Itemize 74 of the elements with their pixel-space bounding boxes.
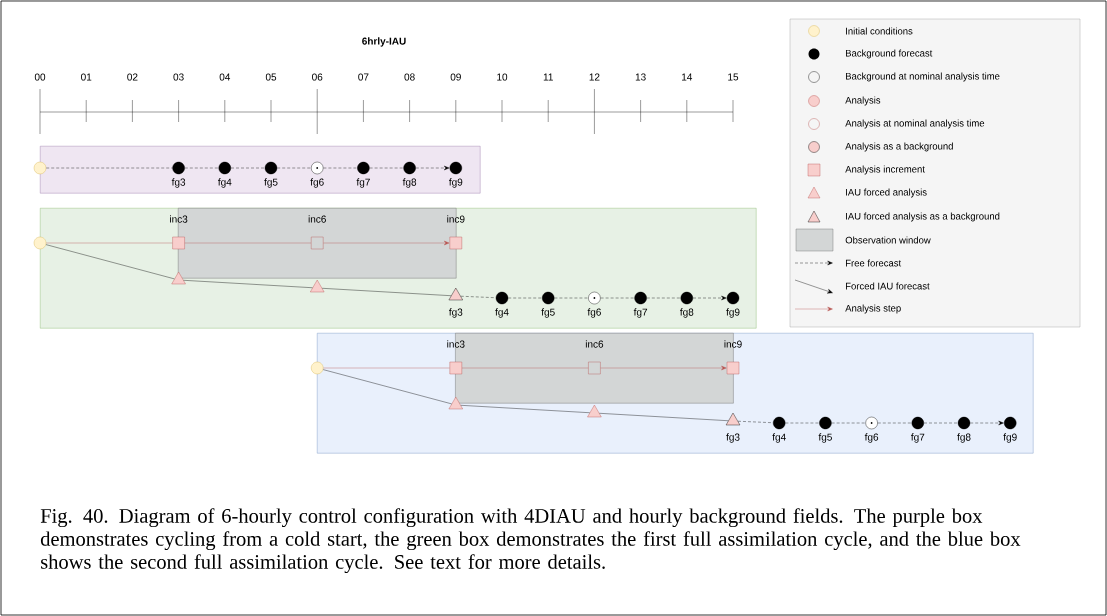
hour-label: 12 (589, 73, 600, 81)
square-marker (588, 361, 601, 375)
square-marker (726, 361, 740, 375)
increment-label: inc6 (585, 340, 604, 348)
hour-label: 10 (497, 73, 508, 81)
marker-label: fg8 (957, 433, 971, 443)
legend-label: Free forecast (846, 259, 902, 267)
increment-label: inc6 (308, 215, 326, 223)
hour-label: 01 (81, 73, 92, 81)
marker-label: fg8 (402, 178, 417, 188)
legend-label: Analysis increment (845, 165, 925, 175)
marker-label: fg6 (587, 308, 601, 318)
legend-label: Analysis step (845, 304, 901, 314)
arrow (692, 295, 727, 301)
arrow (323, 240, 450, 246)
hour-label: 09 (450, 73, 461, 81)
marker-label: fg3 (171, 178, 186, 188)
hour-label: 07 (358, 73, 369, 81)
triangle-marker (171, 271, 186, 285)
legend-label: IAU forced analysis (846, 188, 927, 198)
increment-label: inc3 (170, 215, 188, 223)
legend-label: Observation window (845, 236, 931, 244)
legend-label: Initial conditions (846, 27, 913, 35)
square-marker (449, 361, 462, 375)
arrow (600, 365, 727, 371)
marker-label: fg4 (218, 178, 232, 188)
legend-label: Background at nominal analysis time (846, 72, 1000, 82)
panel-box (40, 146, 481, 194)
marker-label: fg9 (449, 178, 463, 188)
marker-label: fg5 (264, 178, 278, 188)
marker-label: fg9 (726, 308, 740, 318)
increment-label: inc3 (447, 340, 465, 348)
square-marker (311, 236, 324, 250)
increment-label: inc9 (447, 215, 465, 223)
marker-label: fg3 (449, 308, 463, 318)
hour-label: 02 (127, 73, 138, 81)
marker-label: fg7 (633, 308, 648, 318)
title: 6hrly-IAU (362, 37, 406, 47)
arrow (970, 420, 1004, 426)
marker-label: fg7 (911, 433, 925, 443)
triangle-marker (587, 404, 602, 418)
marker-label: fg6 (310, 178, 324, 188)
legend-label: Background forecast (846, 49, 933, 59)
marker-label: fg9 (1003, 433, 1017, 443)
marker-label: fg5 (541, 308, 555, 318)
marker-label: fg7 (356, 178, 370, 188)
hour-label: 15 (728, 73, 739, 81)
triangle-marker (448, 396, 463, 410)
hour-label: 04 (219, 73, 231, 81)
square-marker (172, 236, 185, 250)
caption: Fig. 40. Diagram of 6-hourly control configuration with 4DIAU and hourly background fields. The purple box demonstrates cycling from a cold start, the green box demonstrates the first full assimilation cycle, and the blue box shows the second full assimilation cycle. See text for more details. (40, 508, 1021, 574)
hour-label: 03 (173, 73, 184, 81)
legend-label: Forced IAU forecast (846, 282, 930, 290)
marker-label: fg4 (495, 308, 509, 318)
legend-label: Analysis (845, 96, 881, 106)
hour-label: 06 (312, 73, 323, 81)
legend-label: IAU forced analysis as a background (846, 212, 1000, 222)
marker-label: fg3 (726, 433, 740, 443)
triangle-marker (310, 279, 325, 293)
hour-label: 11 (543, 73, 553, 81)
legend-label: Analysis at nominal analysis time (845, 119, 985, 129)
hour-label: 13 (635, 73, 646, 81)
square-marker (449, 236, 462, 250)
marker-label: fg8 (680, 308, 694, 318)
hour-label: 00 (34, 73, 46, 81)
arrow (415, 165, 450, 171)
marker-label: fg6 (864, 433, 879, 443)
legend-label: Analysis as a background (845, 142, 953, 152)
increment-label: inc9 (724, 340, 742, 348)
marker-label: fg5 (818, 433, 832, 443)
hour-label: 14 (682, 73, 693, 81)
hour-label: 08 (404, 73, 415, 81)
marker-label: fg4 (772, 433, 786, 443)
hour-label: 05 (265, 73, 277, 81)
